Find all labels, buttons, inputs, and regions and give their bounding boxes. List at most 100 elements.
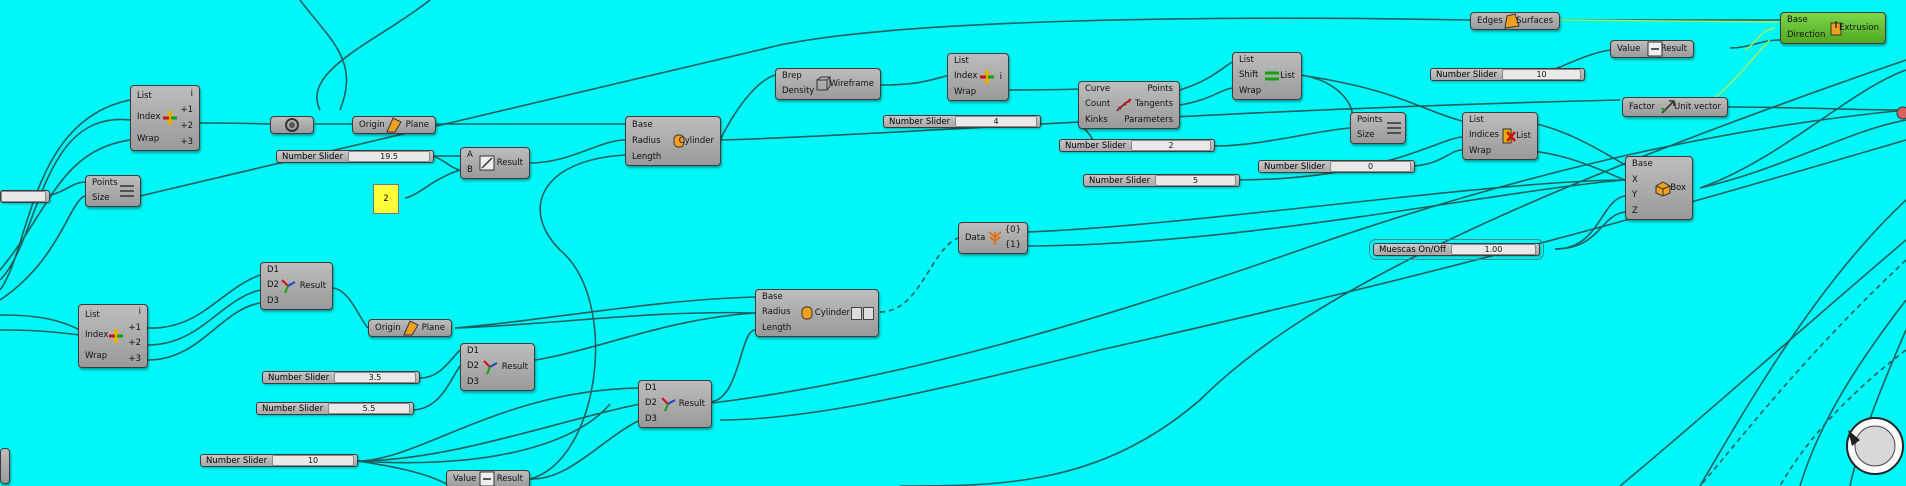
output-plane[interactable]: Plane	[421, 322, 445, 333]
input-list[interactable]: List	[137, 91, 152, 102]
input-index[interactable]: Index	[85, 330, 109, 341]
output-i[interactable]: i	[190, 88, 193, 99]
input-index[interactable]: Index	[137, 112, 161, 123]
input-edges[interactable]: Edges	[1477, 15, 1503, 26]
input-wrap[interactable]: Wrap	[85, 351, 108, 362]
bake-toggle-icon[interactable]	[863, 307, 874, 320]
partial-slider-left[interactable]	[0, 190, 50, 203]
input-d2[interactable]: D2	[645, 398, 657, 409]
output-result[interactable]: Result	[1660, 43, 1687, 54]
negative-component-1[interactable]: Value Result	[1610, 40, 1694, 58]
input-wrap[interactable]: Wrap	[1469, 145, 1492, 156]
input-radius[interactable]: Radius	[632, 135, 661, 146]
output-unit-vector[interactable]: Unit vector	[1674, 101, 1721, 112]
input-size[interactable]: Size	[1357, 130, 1375, 140]
preview-toggle-icon[interactable]	[851, 307, 862, 320]
input-z[interactable]: Z	[1632, 205, 1638, 216]
xz-plane-component-1[interactable]: Origin Plane	[352, 116, 436, 134]
input-value[interactable]: Value	[453, 473, 477, 484]
partial-component-bottom-left[interactable]	[0, 448, 10, 484]
input-indices[interactable]: Indices	[1469, 130, 1499, 141]
negative-component-2[interactable]: Value Result	[446, 470, 530, 486]
output-plus2[interactable]: +2	[180, 120, 193, 131]
output-result[interactable]: Result	[496, 473, 523, 484]
output-result[interactable]: Result	[496, 157, 523, 168]
input-direction[interactable]: Direction	[1787, 30, 1826, 40]
input-wrap[interactable]: Wrap	[954, 86, 977, 97]
input-list[interactable]: List	[1239, 55, 1254, 66]
input-radius[interactable]: Radius	[762, 307, 791, 318]
input-brep[interactable]: Brep	[782, 71, 802, 81]
input-size[interactable]: Size	[92, 193, 110, 203]
input-b[interactable]: B	[467, 165, 473, 175]
input-wrap[interactable]: Wrap	[137, 133, 160, 144]
input-y[interactable]: Y	[1632, 190, 1638, 201]
input-d1[interactable]: D1	[267, 265, 279, 276]
output-i[interactable]: i	[138, 307, 141, 318]
input-curve[interactable]: Curve	[1085, 84, 1111, 95]
input-base[interactable]: Base	[1632, 159, 1653, 170]
input-d3[interactable]: D3	[645, 413, 657, 424]
xz-plane-component-2[interactable]: Origin Plane	[368, 319, 452, 337]
input-points[interactable]: Points	[1357, 115, 1383, 125]
output-result[interactable]: Result	[299, 280, 326, 291]
output-list[interactable]: List	[1280, 70, 1295, 81]
output-plus2[interactable]: +2	[128, 338, 141, 349]
input-origin[interactable]: Origin	[359, 119, 385, 130]
output-plus3[interactable]: +3	[180, 136, 193, 147]
input-kinks[interactable]: Kinks	[1085, 114, 1108, 125]
output-parameters[interactable]: Parameters	[1124, 114, 1173, 125]
output-branch-1[interactable]: {1}	[1004, 240, 1021, 250]
data-component[interactable]: Data {0}{1}	[958, 222, 1028, 254]
unit-vector-component[interactable]: Factor Unit vector	[1622, 97, 1728, 117]
input-d2[interactable]: D2	[267, 280, 279, 291]
output-plus3[interactable]: +3	[128, 353, 141, 364]
input-origin[interactable]: Origin	[375, 322, 401, 333]
output-plane[interactable]: Plane	[405, 119, 429, 130]
input-count[interactable]: Count	[1085, 99, 1111, 110]
input-list[interactable]: List	[85, 309, 100, 320]
input-density[interactable]: Density	[782, 86, 815, 96]
input-list[interactable]: List	[1469, 115, 1484, 126]
input-d2[interactable]: D2	[467, 361, 479, 372]
input-factor[interactable]: Factor	[1629, 101, 1656, 112]
output-surfaces[interactable]: Surfaces	[1516, 15, 1553, 26]
input-base[interactable]: Base	[762, 292, 783, 303]
input-d3[interactable]: D3	[467, 376, 479, 387]
input-value[interactable]: Value	[1617, 43, 1641, 54]
output-plus1[interactable]: +1	[180, 104, 193, 115]
input-base[interactable]: Base	[1787, 15, 1808, 25]
input-points[interactable]: Points	[92, 178, 118, 188]
output-result[interactable]: Result	[501, 361, 528, 372]
input-d1[interactable]: D1	[645, 383, 657, 394]
input-wrap[interactable]: Wrap	[1239, 85, 1262, 96]
output-plus1[interactable]: +1	[128, 322, 141, 333]
output-tangents[interactable]: Tangents	[1134, 99, 1173, 110]
output-result[interactable]: Result	[678, 398, 705, 409]
input-d1[interactable]: D1	[467, 346, 479, 357]
output-box[interactable]: Box	[1670, 182, 1686, 193]
